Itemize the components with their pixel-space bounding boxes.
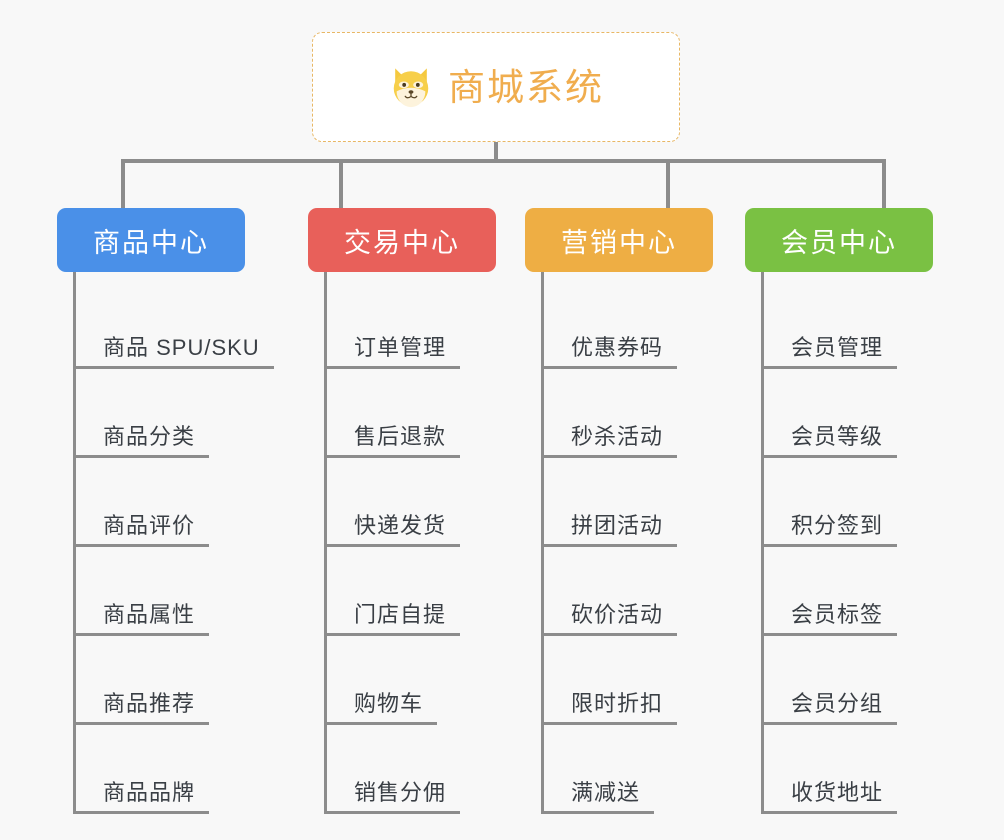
- leaf-label: 销售分佣: [354, 779, 447, 805]
- leaf-label: 商品评价: [103, 512, 196, 538]
- leaf-label: 商品推荐: [103, 690, 196, 716]
- leaf-label: 秒杀活动: [571, 423, 664, 449]
- connector-bus: [121, 159, 886, 163]
- leaf-label: 门店自提: [354, 601, 447, 627]
- branch-column-3: 营销中心 优惠券码 秒杀活动 拼团活动 砍价活动 限时折扣 满减送: [525, 208, 735, 814]
- leaf-label: 拼团活动: [571, 512, 664, 538]
- leaf-item[interactable]: 快递发货: [324, 458, 518, 547]
- leaf-label: 会员等级: [791, 423, 884, 449]
- leaf-list-4: 会员管理 会员等级 积分签到 会员标签 会员分组 收货地址: [761, 272, 955, 814]
- leaf-item[interactable]: 收货地址: [761, 725, 955, 814]
- leaf-item[interactable]: 会员标签: [761, 547, 955, 636]
- branch-column-1: 商品中心 商品 SPU/SKU 商品分类 商品评价 商品属性 商品推荐 商品品牌: [57, 208, 287, 814]
- connector-drop-3: [666, 159, 670, 209]
- leaf-label: 限时折扣: [571, 690, 664, 716]
- category-header-2[interactable]: 交易中心: [308, 208, 496, 272]
- leaf-item[interactable]: 商品 SPU/SKU: [73, 280, 287, 369]
- category-label: 会员中心: [781, 227, 897, 258]
- leaf-label: 会员分组: [791, 690, 884, 716]
- leaf-label: 会员管理: [791, 334, 884, 360]
- leaf-label: 售后退款: [354, 423, 447, 449]
- connector-drop-1: [121, 159, 125, 209]
- root-title: 商城系统: [448, 66, 604, 108]
- category-label: 交易中心: [344, 227, 460, 258]
- connector-drop-4: [882, 159, 886, 209]
- shiba-dog-face-icon: [393, 68, 429, 108]
- leaf-item[interactable]: 优惠券码: [541, 280, 735, 369]
- leaf-item[interactable]: 商品评价: [73, 458, 287, 547]
- leaf-item[interactable]: 购物车: [324, 636, 518, 725]
- leaf-item[interactable]: 会员分组: [761, 636, 955, 725]
- leaf-item[interactable]: 门店自提: [324, 547, 518, 636]
- leaf-item[interactable]: 满减送: [541, 725, 735, 814]
- category-header-4[interactable]: 会员中心: [745, 208, 933, 272]
- leaf-item[interactable]: 商品属性: [73, 547, 287, 636]
- leaf-item[interactable]: 会员管理: [761, 280, 955, 369]
- leaf-label: 收货地址: [791, 779, 884, 805]
- leaf-label: 购物车: [354, 690, 424, 716]
- leaf-list-2: 订单管理 售后退款 快递发货 门店自提 购物车 销售分佣: [324, 272, 518, 814]
- leaf-item[interactable]: 售后退款: [324, 369, 518, 458]
- leaf-item[interactable]: 积分签到: [761, 458, 955, 547]
- leaf-item[interactable]: 砍价活动: [541, 547, 735, 636]
- leaf-item[interactable]: 拼团活动: [541, 458, 735, 547]
- root-node[interactable]: 商城系统: [312, 32, 680, 142]
- branch-column-4: 会员中心 会员管理 会员等级 积分签到 会员标签 会员分组 收货地址: [745, 208, 955, 814]
- leaf-item[interactable]: 限时折扣: [541, 636, 735, 725]
- leaf-label: 订单管理: [354, 334, 447, 360]
- leaf-item[interactable]: 订单管理: [324, 280, 518, 369]
- leaf-item[interactable]: 商品分类: [73, 369, 287, 458]
- connector-trunk: [494, 142, 498, 162]
- leaf-label: 商品属性: [103, 601, 196, 627]
- leaf-label: 满减送: [571, 779, 641, 805]
- leaf-item[interactable]: 秒杀活动: [541, 369, 735, 458]
- category-header-1[interactable]: 商品中心: [57, 208, 245, 272]
- leaf-item[interactable]: 商品推荐: [73, 636, 287, 725]
- leaf-label: 商品分类: [103, 423, 196, 449]
- leaf-item[interactable]: 销售分佣: [324, 725, 518, 814]
- leaf-list-3: 优惠券码 秒杀活动 拼团活动 砍价活动 限时折扣 满减送: [541, 272, 735, 814]
- leaf-label: 砍价活动: [571, 601, 664, 627]
- branch-column-2: 交易中心 订单管理 售后退款 快递发货 门店自提 购物车 销售分佣: [308, 208, 518, 814]
- leaf-label: 商品 SPU/SKU: [103, 334, 260, 360]
- leaf-list-1: 商品 SPU/SKU 商品分类 商品评价 商品属性 商品推荐 商品品牌: [73, 272, 287, 814]
- leaf-label: 优惠券码: [571, 334, 664, 360]
- leaf-label: 快递发货: [354, 512, 447, 538]
- leaf-item[interactable]: 会员等级: [761, 369, 955, 458]
- leaf-label: 商品品牌: [103, 779, 196, 805]
- category-label: 营销中心: [561, 227, 677, 258]
- leaf-label: 会员标签: [791, 601, 884, 627]
- connector-drop-2: [339, 159, 343, 209]
- leaf-item[interactable]: 商品品牌: [73, 725, 287, 814]
- category-header-3[interactable]: 营销中心: [525, 208, 713, 272]
- category-label: 商品中心: [93, 227, 209, 258]
- leaf-label: 积分签到: [791, 512, 884, 538]
